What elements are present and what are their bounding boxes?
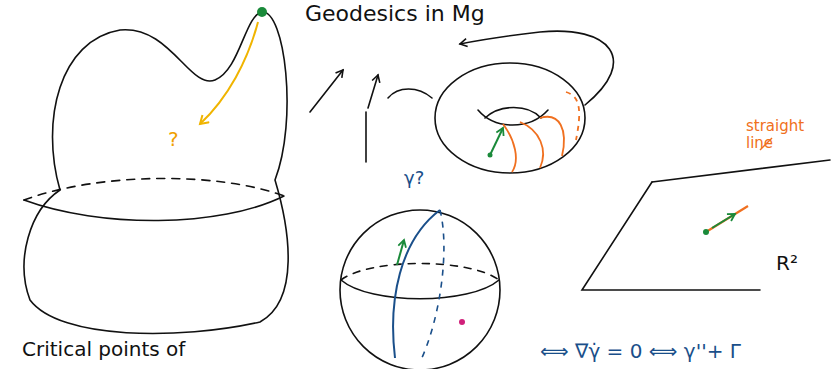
curve-label: γ? xyxy=(404,168,424,188)
note: Critical points of xyxy=(22,338,185,360)
line-label: straight line xyxy=(746,118,828,151)
equation: ⟺ ∇γ̇ = 0 ⟺ γ''+ Γ xyxy=(540,340,741,362)
space-label: R² xyxy=(776,252,798,274)
title: Geodesics in Mg xyxy=(305,2,485,26)
question-mark: ? xyxy=(168,128,179,150)
